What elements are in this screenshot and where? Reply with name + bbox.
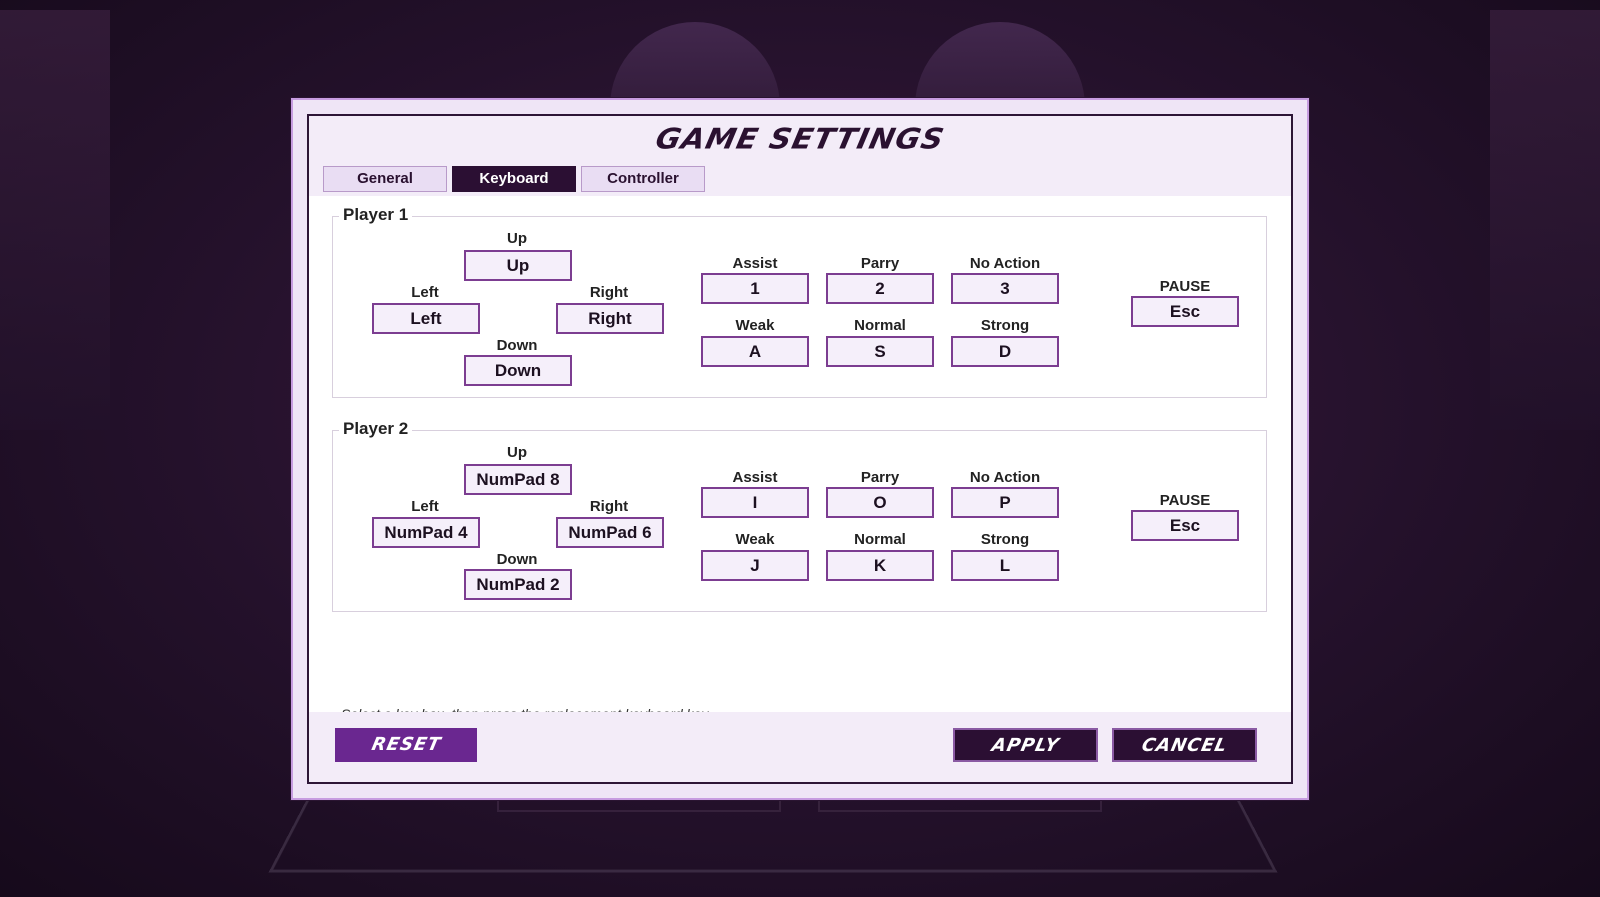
p1-key-pause[interactable]: Esc (1131, 296, 1239, 327)
dialog-header: GAME SETTINGS General Keyboard Controlle… (309, 116, 1291, 196)
p2-key-weak[interactable]: J (701, 550, 809, 581)
label-no-action: No Action (969, 255, 1041, 272)
cancel-button-label: CANCEL (1139, 735, 1230, 756)
label-down: Down (496, 337, 538, 354)
p1-key-up[interactable]: Up (464, 250, 572, 281)
game-settings-dialog: GAME SETTINGS General Keyboard Controlle… (291, 98, 1309, 800)
label-pause: PAUSE (1159, 278, 1211, 295)
label-strong: Strong (980, 531, 1030, 548)
label-down: Down (496, 551, 538, 568)
label-parry: Parry (860, 255, 900, 272)
p2-key-down[interactable]: NumPad 2 (464, 569, 572, 600)
player1-label: Player 1 (339, 205, 413, 225)
tab-general[interactable]: General (323, 166, 447, 192)
player2-group: Player 2 Up NumPad 8 Left NumPad 4 Right… (332, 419, 1267, 612)
p1-key-assist[interactable]: 1 (701, 273, 809, 304)
player2-label: Player 2 (339, 419, 413, 439)
label-pause: PAUSE (1159, 492, 1211, 509)
p2-key-parry[interactable]: O (826, 487, 934, 518)
p2-key-right[interactable]: NumPad 6 (556, 517, 664, 548)
tab-controller[interactable]: Controller (581, 166, 705, 192)
label-left: Left (411, 498, 439, 515)
p2-key-normal[interactable]: K (826, 550, 934, 581)
label-normal: Normal (854, 531, 906, 548)
p2-key-assist[interactable]: I (701, 487, 809, 518)
p1-key-strong[interactable]: D (951, 336, 1059, 367)
dialog-title: GAME SETTINGS (652, 122, 948, 157)
background-pillar-left (0, 10, 110, 430)
p2-key-no-action[interactable]: P (951, 487, 1059, 518)
dialog-footer: RESET APPLY CANCEL (309, 712, 1291, 782)
label-no-action: No Action (969, 469, 1041, 486)
apply-button-label: APPLY (989, 735, 1062, 756)
label-assist: Assist (732, 469, 778, 486)
reset-button[interactable]: RESET (335, 728, 477, 762)
label-up: Up (507, 230, 527, 247)
label-assist: Assist (732, 255, 778, 272)
label-left: Left (411, 284, 439, 301)
p1-key-parry[interactable]: 2 (826, 273, 934, 304)
tab-keyboard[interactable]: Keyboard (452, 166, 576, 192)
p1-key-weak[interactable]: A (701, 336, 809, 367)
p1-key-no-action[interactable]: 3 (951, 273, 1059, 304)
label-normal: Normal (854, 317, 906, 334)
label-weak: Weak (735, 531, 775, 548)
p2-key-left[interactable]: NumPad 4 (372, 517, 480, 548)
p1-key-left[interactable]: Left (372, 303, 480, 334)
player1-group: Player 1 Up Up Left Left Right Right Dow… (332, 205, 1267, 398)
p1-key-normal[interactable]: S (826, 336, 934, 367)
dialog-content: GAME SETTINGS General Keyboard Controlle… (307, 114, 1293, 784)
label-right: Right (589, 498, 629, 515)
p2-key-strong[interactable]: L (951, 550, 1059, 581)
label-weak: Weak (735, 317, 775, 334)
label-up: Up (507, 444, 527, 461)
label-parry: Parry (860, 469, 900, 486)
label-right: Right (589, 284, 629, 301)
background-pillar-right (1490, 10, 1600, 430)
label-strong: Strong (980, 317, 1030, 334)
p1-key-down[interactable]: Down (464, 355, 572, 386)
apply-button[interactable]: APPLY (953, 728, 1098, 762)
p2-key-pause[interactable]: Esc (1131, 510, 1239, 541)
reset-button-label: RESET (369, 734, 443, 755)
p1-key-right[interactable]: Right (556, 303, 664, 334)
cancel-button[interactable]: CANCEL (1112, 728, 1257, 762)
p2-key-up[interactable]: NumPad 8 (464, 464, 572, 495)
